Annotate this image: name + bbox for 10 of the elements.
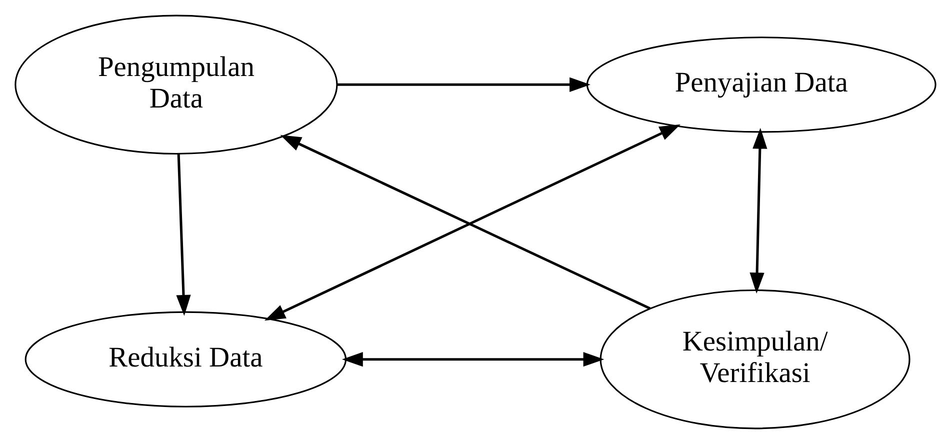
node-ellipse: Kesimpulan/ Verifikasi [600, 289, 910, 430]
arrow [264, 124, 680, 321]
arrow [342, 352, 604, 367]
node-ellipse: Penyajian Data [586, 36, 936, 133]
arrow [750, 128, 768, 294]
node-ellipse: Reduksi Data [24, 311, 347, 408]
arrow [176, 154, 191, 316]
arrow [280, 135, 651, 310]
arrow [337, 77, 590, 92]
node-ellipse: Pengumpulan Data [14, 14, 338, 155]
